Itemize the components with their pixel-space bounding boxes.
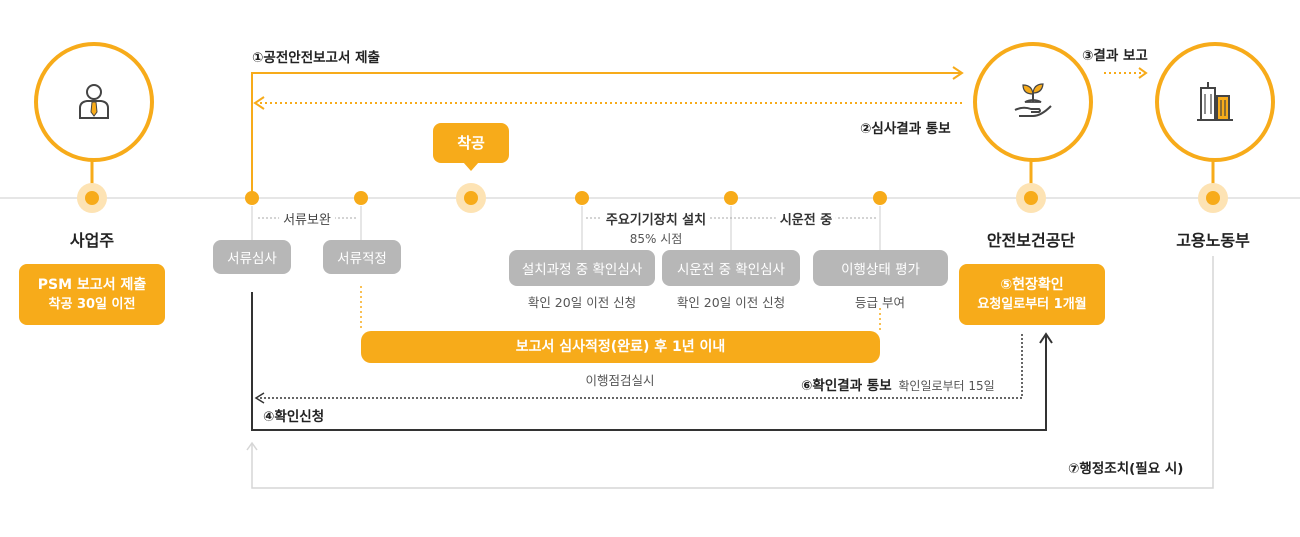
phase-trial: 시운전 중 (775, 209, 837, 228)
start-dot (464, 191, 478, 205)
ministry-dot (1206, 191, 1220, 205)
step3-label: ③결과 보고 (1082, 48, 1148, 64)
step7-label: ⑦행정조치(필요 시) (1068, 461, 1184, 477)
phase-doc-supplement: 서류보완 (279, 209, 335, 228)
kosha-dot (1024, 191, 1038, 205)
employer-submit-line2: 착공 30일 이전 (48, 296, 136, 312)
building-icon (1197, 82, 1233, 121)
doc-review-box: 서류심사 (213, 240, 291, 274)
step6-label: ⑥확인결과 통보 확인일로부터 15일 (801, 374, 995, 394)
employer-label: 사업주 (69, 231, 115, 250)
impl-eval-label: 이행상태 평가 (841, 262, 920, 278)
install-check-box: 설치과정 중 확인심사 (509, 250, 655, 286)
start-badge: 착공 (433, 123, 509, 163)
employer-circle (34, 42, 154, 162)
employer-submit-line1: PSM 보고서 제출 (37, 276, 147, 293)
doc-review-dot (245, 191, 259, 205)
kosha-circle (973, 42, 1093, 162)
start-badge-pointer (463, 162, 479, 171)
site-check-line1: ⑤현장확인 (1000, 276, 1064, 293)
trial-check-box: 시운전 중 확인심사 (662, 250, 800, 286)
step6-title: ⑥확인결과 통보 (801, 378, 892, 394)
site-check-line2: 요청일로부터 1개월 (977, 296, 1087, 312)
start-badge-label: 착공 (457, 133, 485, 152)
trial-check-label: 시운전 중 확인심사 (677, 262, 785, 278)
doc-ok-dot (354, 191, 368, 205)
site-check-box: ⑤현장확인 요청일로부터 1개월 (959, 264, 1105, 325)
step1-label: ①공전안전보고서 제출 (252, 50, 380, 66)
install-check-label: 설치과정 중 확인심사 (521, 262, 643, 278)
employer-submit-box: PSM 보고서 제출 착공 30일 이전 (19, 264, 165, 325)
trial-dot (724, 191, 738, 205)
install-note: 확인 20일 이전 신청 (527, 295, 637, 310)
employer-dot (85, 191, 99, 205)
impl-eval-box: 이행상태 평가 (813, 250, 948, 286)
report-bar-label: 보고서 심사적정(완료) 후 1년 이내 (515, 338, 726, 355)
step4-label: ④확인신청 (263, 409, 325, 425)
ministry-circle (1155, 42, 1275, 162)
plant-hand-icon (1014, 83, 1052, 117)
doc-ok-box: 서류적정 (323, 240, 401, 274)
kosha-label: 안전보건공단 (986, 231, 1076, 250)
doc-review-label: 서류심사 (227, 251, 277, 267)
report-bar-note: 이행점검실시 (585, 373, 655, 388)
doc-ok-label: 서류적정 (337, 251, 387, 267)
step6-sub: 확인일로부터 15일 (898, 379, 995, 393)
phase-install: 주요기기장치 설치 (601, 209, 711, 228)
eval-dot (873, 191, 887, 205)
ministry-label: 고용노동부 (1176, 231, 1250, 250)
install-dot (575, 191, 589, 205)
step2-label: ②심사결과 통보 (860, 121, 951, 137)
report-bar: 보고서 심사적정(완료) 후 1년 이내 (361, 331, 880, 363)
person-icon (79, 84, 109, 119)
eval-note: 등급 부여 (855, 295, 905, 310)
trial-note: 확인 20일 이전 신청 (676, 295, 786, 310)
phase-install-sub: 85% 시점 (629, 232, 683, 246)
